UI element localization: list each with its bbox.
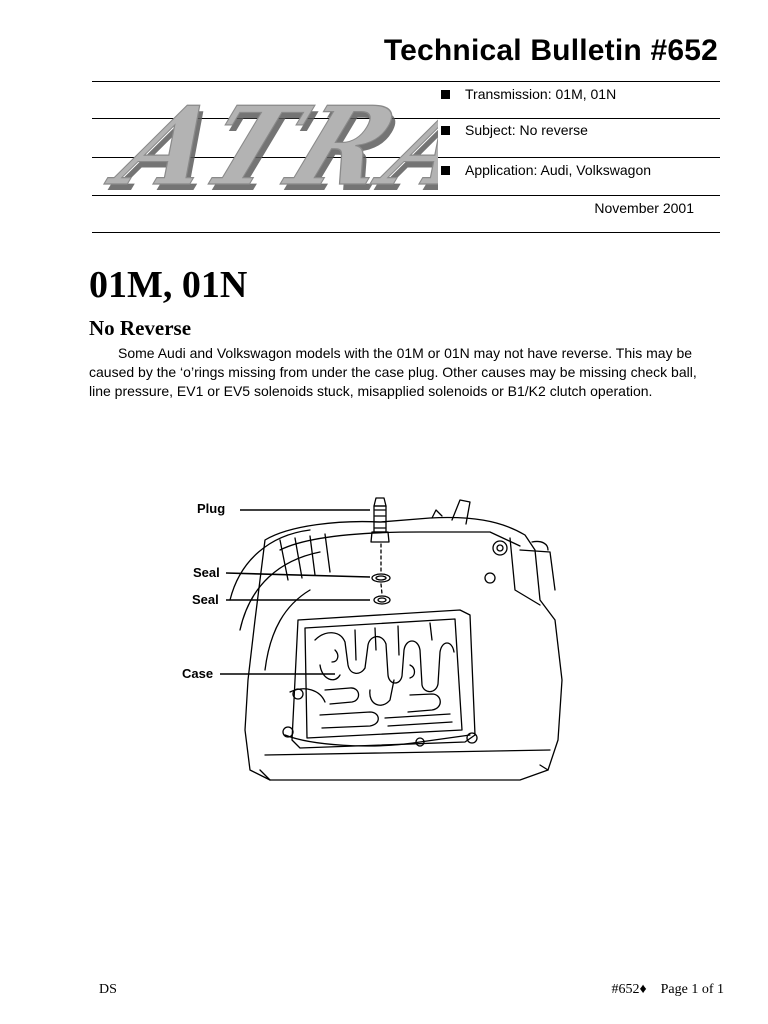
header-rule [92,118,720,119]
header-rule [92,195,720,196]
header-rule [92,81,720,82]
bullet-square-icon [441,89,450,99]
meta-subject: Subject: No reverse [441,122,588,138]
svg-text:ATRA: ATRA [97,90,438,206]
meta-application-text: Application: Audi, Volkswagon [465,162,652,178]
footer-initials: DS [99,982,117,997]
bullet-square-icon [441,165,450,175]
meta-date: November 2001 [594,200,694,216]
callout-seal: Seal [193,565,220,580]
valve-body-figure: Plug Seal Seal Case [170,480,610,800]
meta-subject-text: Subject: No reverse [465,122,588,138]
article-heading: 01M, 01N [89,264,248,306]
article-subheading: No Reverse [89,316,192,340]
bulletin-title: Technical Bulletin #652 [383,34,718,67]
meta-transmission-text: Transmission: 01M, 01N [465,86,617,102]
footer-page-info: #652♦ Page 1 of 1 [611,982,724,998]
callout-case: Case [182,666,214,681]
valve-body-illustration [220,497,563,781]
meta-application: Application: Audi, Volkswagon [441,162,651,178]
header-rule [92,232,720,233]
header-rule [92,157,720,158]
atra-logo: ATRA ATRA [93,86,438,206]
article-body: Some Audi and Volkswagon models with the… [89,345,697,399]
meta-transmission: Transmission: 01M, 01N [441,86,616,102]
callout-seal: Seal [192,592,219,607]
bullet-square-icon [441,125,450,135]
svg-text:ATRA: ATRA [93,86,438,206]
footer-page-number: Page 1 of 1 [660,982,724,997]
callout-plug: Plug [197,501,226,516]
footer-bulletin-number: #652♦ [611,982,647,997]
